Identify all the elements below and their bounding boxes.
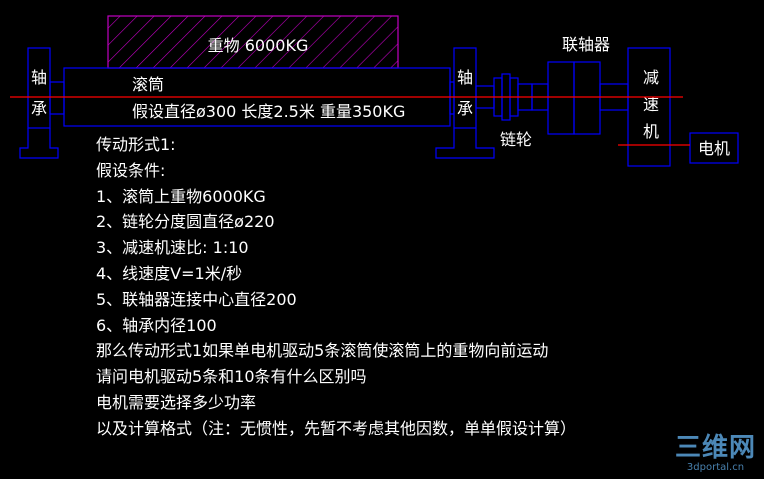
reducer-label-1: 减 [643,68,659,87]
question-line: 以及计算格式（注：无惯性，先暂不考虑其他因数，单单假设计算） [96,418,577,438]
right-bearing-label-bottom: 承 [457,99,473,118]
condition-item: 3、减速机速比: 1:10 [96,238,249,258]
watermark: 三维网 3dportal.cn [675,434,756,473]
condition-item: 1、滚筒上重物6000KG [96,186,266,206]
condition-item: 4、线速度V=1米/秒 [96,263,243,283]
load-label: 重物 6000KG [208,36,309,55]
reducer [627,47,671,167]
description-block: 传动形式1: 假设条件: 1、滚筒上重物6000KG 2、链轮分度圆直径ø220… [96,132,756,442]
reducer-label-3: 机 [643,122,659,141]
motor-label: 电机 [698,139,730,158]
question-line: 请问电机驱动5条和10条有什么区别吗 [96,367,367,387]
reducer-label-2: 速 [643,95,659,114]
drum-label: 滚筒 [132,75,164,94]
coupling [531,61,629,135]
condition-item: 2、链轮分度圆直径ø220 [96,212,275,232]
description-title: 传动形式1: [96,135,176,154]
left-bearing-label-top: 轴 [31,68,47,87]
conditions-heading: 假设条件: [96,160,166,180]
coupling-label: 联轴器 [562,35,610,54]
question-line: 电机需要选择多少功率 [96,392,257,412]
left-bearing-label-bottom: 承 [31,99,47,118]
sprocket-label: 链轮 [500,130,532,149]
watermark-url: 3dportal.cn [686,462,745,473]
drum-spec: 假设直径ø300 长度2.5米 重量350KG [132,102,405,121]
condition-item: 5、联轴器连接中心直径200 [96,289,297,309]
watermark-logo: 三维网 [674,433,756,463]
load-block [107,15,399,69]
centerline [10,96,690,146]
condition-item: 6、轴承内径100 [96,315,217,335]
right-bearing-label-top: 轴 [457,68,473,87]
motor [689,132,739,164]
question-line: 那么传动形式1如果单电机驱动5条滚筒使滚筒上的重物向前运动 [96,341,549,361]
